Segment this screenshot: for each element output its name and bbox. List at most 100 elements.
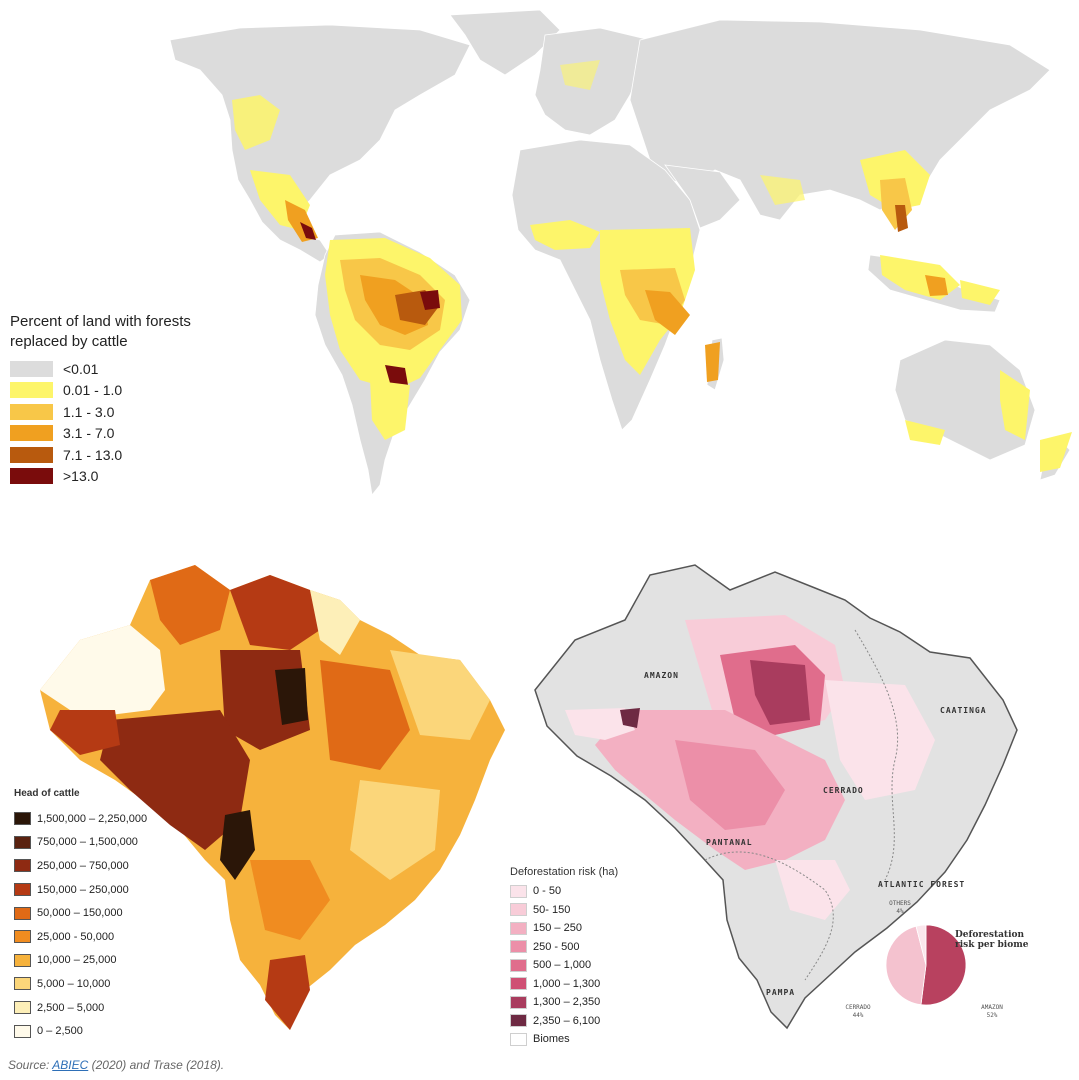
legend-row: 750,000 – 1,500,000 xyxy=(14,831,147,855)
legend-swatch xyxy=(510,995,527,1009)
legend-swatch xyxy=(14,812,31,826)
legend-swatch xyxy=(14,883,31,897)
risk-map-svg xyxy=(534,564,1018,1030)
cattle-map-svg xyxy=(40,565,505,1030)
legend-swatch xyxy=(14,835,31,849)
legend-label: 50,000 – 150,000 xyxy=(37,907,123,920)
legend-row: 150,000 – 250,000 xyxy=(14,878,147,902)
biome-label-amazon: AMAZON xyxy=(644,671,679,680)
legend-swatch xyxy=(14,930,31,944)
legend-label: Biomes xyxy=(533,1033,570,1046)
legend-swatch xyxy=(510,921,527,935)
legend-row: 25,000 - 50,000 xyxy=(14,925,147,949)
pie-label-others-pct: 4% xyxy=(896,908,904,915)
legend-swatch xyxy=(10,403,53,420)
legend-row: 50- 150 xyxy=(510,901,618,920)
legend-row: Biomes xyxy=(510,1030,618,1049)
legend-label: 750,000 – 1,500,000 xyxy=(37,836,138,849)
deforestation-overlay xyxy=(232,60,1072,472)
legend-label: 5,000 – 10,000 xyxy=(37,977,111,990)
pie-label-amazon-pct: 52% xyxy=(986,1012,998,1019)
legend-row: 150 – 250 xyxy=(510,919,618,938)
biome-label-caatinga: CAATINGA xyxy=(940,706,987,715)
world-map xyxy=(169,9,1072,496)
pie-label-cerrado-pct: 44% xyxy=(852,1012,864,1019)
legend-row: 1,500,000 – 2,250,000 xyxy=(14,807,147,831)
legend-row: 2,500 – 5,000 xyxy=(14,996,147,1020)
risk-legend-title: Deforestation risk (ha) xyxy=(510,866,619,878)
legend-label: 1,500,000 – 2,250,000 xyxy=(37,812,148,825)
greenland xyxy=(449,9,561,76)
legend-label: 2,350 – 6,100 xyxy=(533,1014,601,1027)
cattle-legend-items: 1,500,000 – 2,250,000 750,000 – 1,500,000… xyxy=(14,807,147,1043)
legend-swatch xyxy=(14,859,31,873)
world-map-svg xyxy=(169,9,1072,496)
legend-swatch xyxy=(510,958,527,972)
legend-label: 1,000 – 1,300 xyxy=(533,977,601,990)
pie-label-amazon: AMAZON 52% xyxy=(970,1004,1014,1020)
legend-row: 0.01 - 1.0 xyxy=(10,380,200,402)
biome-label-pantanal: PANTANAL xyxy=(706,838,753,847)
biome-label-pampa: PAMPA xyxy=(766,988,796,997)
legend-swatch xyxy=(510,940,527,954)
legend-row: 1.1 - 3.0 xyxy=(10,401,200,423)
legend-label: 250,000 – 750,000 xyxy=(37,859,129,872)
legend-label: 150,000 – 250,000 xyxy=(37,883,129,896)
legend-swatch xyxy=(510,884,527,898)
biome-label-cerrado: CERRADO xyxy=(823,786,864,795)
risk-legend: Deforestation risk (ha) 0 - 50 50- 150 150… xyxy=(510,866,618,1049)
legend-row: 0 - 50 xyxy=(510,882,618,901)
legend-row: >13.0 xyxy=(10,466,200,488)
pie-label-others: OTHERS 4% xyxy=(880,900,920,916)
legend-row: 2,350 – 6,100 xyxy=(510,1012,618,1031)
legend-swatch xyxy=(14,1001,31,1015)
legend-row: 500 – 1,000 xyxy=(510,956,618,975)
legend-swatch xyxy=(510,977,527,991)
legend-swatch xyxy=(14,906,31,920)
legend-label: 50- 150 xyxy=(533,903,571,916)
biome-pie-chart xyxy=(883,922,969,1008)
legend-row: <0.01 xyxy=(10,358,200,380)
cattle-map xyxy=(20,560,520,1035)
world-legend: Percent of land with forests replaced by… xyxy=(10,312,200,487)
legend-swatch xyxy=(10,468,53,485)
legend-label: 2,500 – 5,000 xyxy=(37,1001,105,1014)
pie-title: Deforestation risk per biome xyxy=(955,930,1029,950)
legend-label: 1,300 – 2,350 xyxy=(533,996,601,1009)
source-citation: Source: ABIEC (2020) and Trase (2018). xyxy=(8,1058,224,1072)
risk-map xyxy=(525,560,1065,1030)
pie-label-amazon-name: AMAZON xyxy=(981,1004,1003,1011)
legend-swatch xyxy=(14,953,31,967)
legend-row: 10,000 – 25,000 xyxy=(14,949,147,973)
legend-swatch xyxy=(10,425,53,442)
source-link-abiec[interactable]: ABIEC xyxy=(52,1058,89,1072)
legend-label: 10,000 – 25,000 xyxy=(37,954,117,967)
legend-swatch xyxy=(510,1014,527,1028)
legend-swatch xyxy=(10,446,53,463)
legend-label: 0 – 2,500 xyxy=(37,1025,83,1038)
legend-row: 5,000 – 10,000 xyxy=(14,972,147,996)
legend-label: 0.01 - 1.0 xyxy=(63,382,123,399)
legend-row: 0 – 2,500 xyxy=(14,1019,147,1043)
source-suffix: (2020) and Trase (2018). xyxy=(88,1058,225,1072)
legend-label: 250 - 500 xyxy=(533,940,580,953)
risk-legend-items: 0 - 50 50- 150 150 – 250 250 - 500 500 – 1,0… xyxy=(510,882,618,1049)
pie-slice-others xyxy=(915,924,927,966)
biome-pie-svg xyxy=(885,924,967,1006)
legend-row: 1,000 – 1,300 xyxy=(510,975,618,994)
legend-swatch xyxy=(14,977,31,991)
legend-swatch xyxy=(510,903,527,917)
legend-label: 150 – 250 xyxy=(533,922,582,935)
arabia xyxy=(664,164,741,229)
legend-row: 7.1 - 13.0 xyxy=(10,444,200,466)
world-legend-title: Percent of land with forests replaced by… xyxy=(10,313,191,350)
pie-slice-amazon xyxy=(920,924,967,1006)
legend-row: 1,300 – 2,350 xyxy=(510,993,618,1012)
legend-label: 25,000 - 50,000 xyxy=(37,930,115,943)
cattle-legend: Head of cattle 1,500,000 – 2,250,000 750,… xyxy=(14,788,147,1043)
legend-label: >13.0 xyxy=(63,468,99,485)
source-prefix: Source: xyxy=(8,1058,53,1072)
legend-label: 7.1 - 13.0 xyxy=(63,446,123,463)
cattle-legend-title: Head of cattle xyxy=(14,788,80,799)
